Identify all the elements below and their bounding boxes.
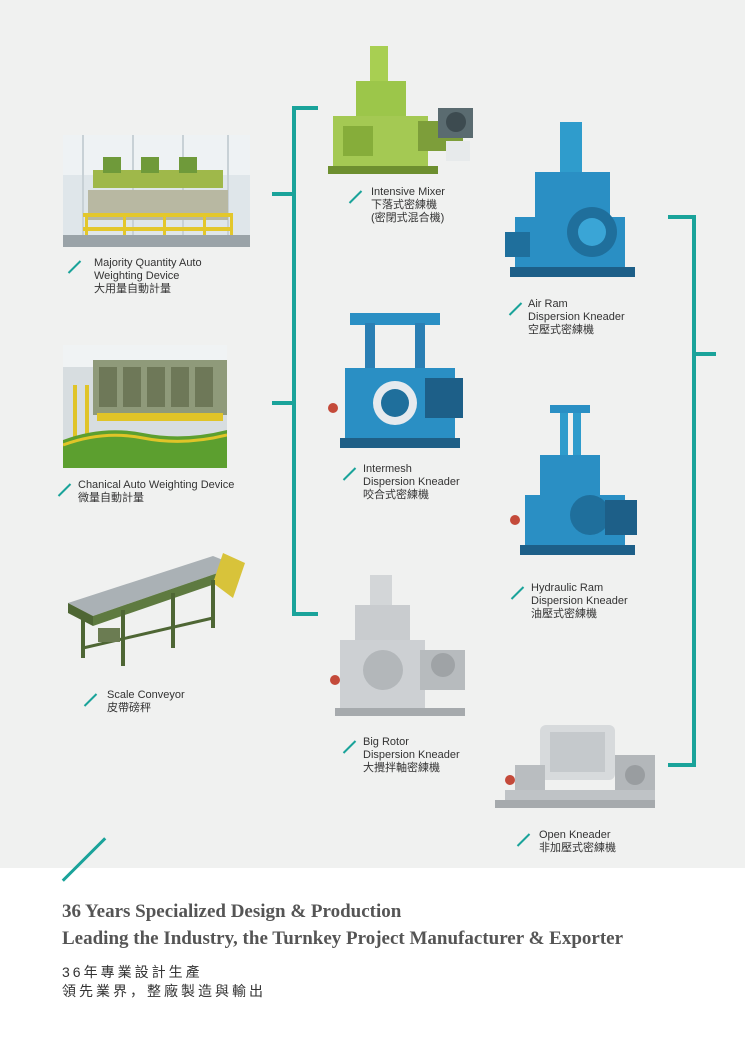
open-kneader-photo bbox=[490, 720, 660, 820]
cn-tagline-1: 36年專業設計生產 bbox=[62, 964, 203, 980]
left-bracket bbox=[272, 192, 294, 196]
headline-line-2: Leading the Industry, the Turnkey Projec… bbox=[62, 928, 624, 949]
hydraulic-ram-kneader-label: Hydraulic Ram Dispersion Kneader 油壓式密練機 bbox=[531, 582, 628, 620]
left-bracket bbox=[272, 401, 294, 405]
air-ram-kneader-photo bbox=[500, 122, 640, 282]
right-bracket bbox=[668, 763, 696, 767]
chemical-weighting-photo bbox=[63, 345, 227, 468]
majority-weighting-label: Majority Quantity Auto Weighting Device … bbox=[94, 257, 202, 295]
air-ram-kneader-label: Air Ram Dispersion Kneader 空壓式密練機 bbox=[528, 298, 625, 336]
right-bracket bbox=[668, 215, 696, 219]
big-rotor-kneader-photo bbox=[325, 570, 470, 722]
big-rotor-kneader-label: Big Rotor Dispersion Kneader 大攪拌軸密練機 bbox=[363, 736, 460, 774]
footer-area bbox=[0, 868, 745, 1050]
scale-conveyor-photo bbox=[63, 548, 248, 670]
intermesh-kneader-photo bbox=[325, 308, 465, 458]
intensive-mixer-label: Intensive Mixer 下落式密練機 (密閉式混合機) bbox=[371, 186, 445, 224]
intensive-mixer-photo bbox=[328, 46, 488, 176]
scale-conveyor-label: Scale Conveyor 皮帶磅秤 bbox=[107, 689, 185, 714]
left-bracket bbox=[292, 106, 296, 616]
left-bracket bbox=[292, 612, 318, 616]
hydraulic-ram-kneader-photo bbox=[505, 405, 640, 563]
cn-tagline-2: 領先業界，整廠製造與輸出 bbox=[62, 983, 266, 999]
left-bracket bbox=[292, 106, 318, 110]
headline-line-1: 36 Years Specialized Design & Production bbox=[62, 901, 402, 922]
chemical-weighting-label: Chanical Auto Weighting Device 微量自動計量 bbox=[78, 479, 235, 504]
majority-weighting-photo bbox=[63, 135, 250, 247]
open-kneader-label: Open Kneader 非加壓式密練機 bbox=[539, 829, 616, 854]
intermesh-kneader-label: Intermesh Dispersion Kneader 咬合式密練機 bbox=[363, 463, 460, 501]
right-bracket bbox=[692, 352, 716, 356]
right-bracket bbox=[692, 215, 696, 767]
